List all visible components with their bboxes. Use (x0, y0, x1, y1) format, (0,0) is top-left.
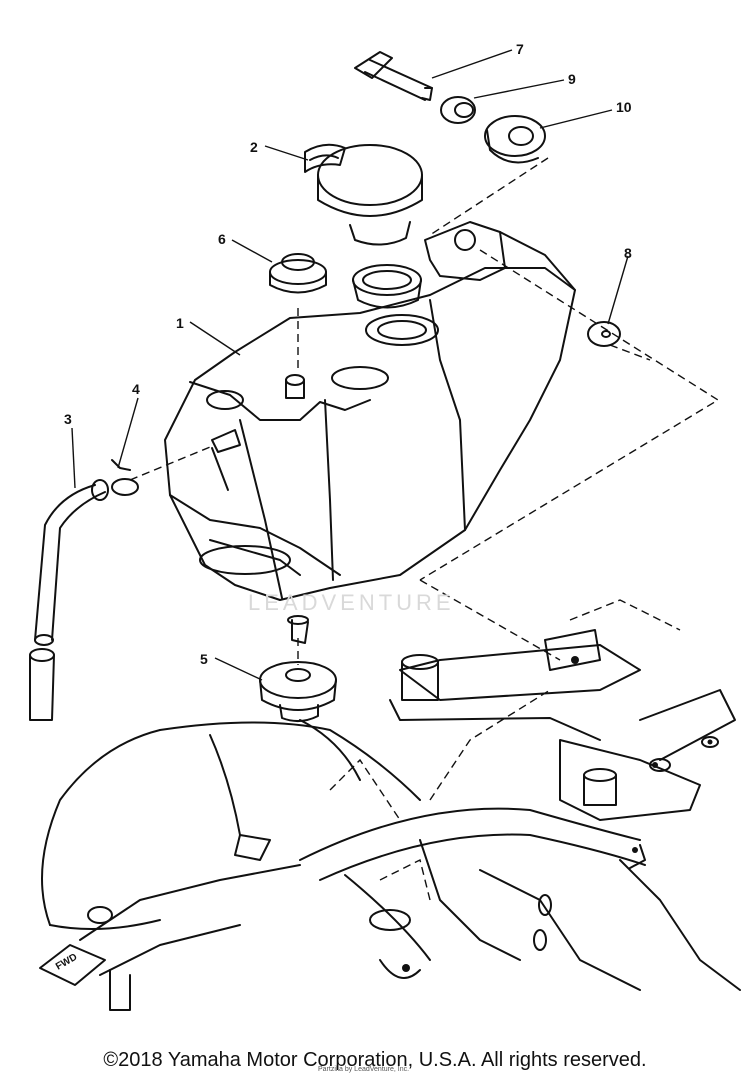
washer-8 (587, 321, 621, 347)
callout-9: 9 (568, 71, 576, 87)
fuel-cap (304, 143, 423, 309)
callout-6: 6 (218, 231, 226, 247)
damper-10 (484, 115, 546, 164)
fwd-arrow (39, 944, 106, 986)
callout-2: 2 (250, 139, 258, 155)
fuel-tank (164, 221, 576, 644)
parts-diagram: FWD (29, 49, 741, 1011)
grommet-6 (269, 253, 327, 294)
callout-5: 5 (200, 651, 208, 667)
copyright-footer: ©2018 Yamaha Motor Corporation, U.S.A. A… (103, 1049, 647, 1071)
footer-subtext: Partzilla by LeadVenture, Inc. (318, 1066, 410, 1073)
frame-tubes (79, 807, 741, 1011)
callout-8: 8 (624, 245, 632, 261)
leader-lines (71, 49, 629, 681)
clip-4 (111, 459, 139, 496)
watermark: LEADVENTURE (248, 590, 455, 615)
frame-bracket (389, 629, 736, 821)
bolt-7 (354, 51, 433, 101)
callout-1: 1 (176, 315, 184, 331)
washer-9 (440, 96, 476, 124)
callout-3: 3 (64, 411, 72, 427)
callout-10: 10 (616, 99, 632, 115)
air-intake (41, 719, 421, 930)
callout-4: 4 (132, 381, 140, 397)
grommet-5 (259, 661, 337, 722)
hose-3 (29, 479, 109, 721)
detail-marks (402, 656, 713, 972)
callout-7: 7 (516, 41, 524, 57)
reference-lines (129, 157, 720, 901)
